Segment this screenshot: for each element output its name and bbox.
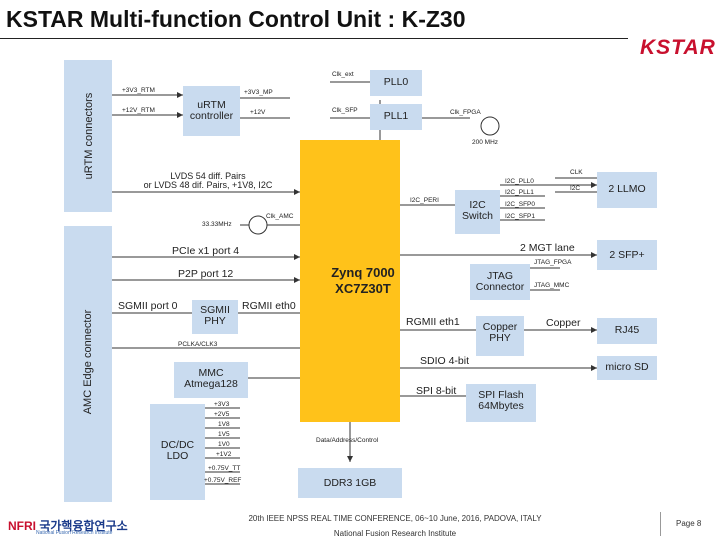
pll0-label: PLL0 — [383, 76, 409, 88]
mmc-label: MMC Atmega128 — [184, 367, 238, 391]
label-jtag-mmc: JTAG_MMC — [534, 282, 570, 289]
label-3v3-rtm: +3V3_RTM — [122, 87, 155, 94]
conference-line: 20th IEEE NPSS REAL TIME CONFERENCE, 06~… — [248, 514, 542, 523]
label-12v: +12V — [250, 109, 266, 116]
label-i2c-sfp1: I2C_SFP1 — [505, 213, 535, 220]
sfp-block — [597, 240, 657, 270]
label-rgmii-eth1: RGMII eth1 — [406, 316, 460, 328]
label-sgmii-port: SGMII port 0 — [118, 300, 178, 312]
label-clk-fpga: Clk_FPGA — [450, 109, 481, 116]
sgmii-phy-block — [192, 300, 238, 334]
microsd-block — [597, 356, 657, 380]
i2c-switch-label: I2C Switch — [462, 199, 493, 223]
label-3v3-mp: +3V3_MP — [244, 89, 273, 96]
rail-label: 1V0 — [218, 441, 230, 448]
kstar-logo: KSTAR — [640, 36, 716, 59]
microsd-label: micro SD — [605, 361, 649, 373]
amc-connector-panel — [64, 226, 112, 502]
label-spi: SPI 8-bit — [416, 385, 457, 397]
label-clk-amc: Clk_AMC — [266, 213, 294, 220]
institute-line: National Fusion Research Institute — [333, 529, 457, 538]
label-i2c-pll1: I2C_PLL1 — [505, 189, 534, 196]
spi-flash-block — [466, 384, 536, 422]
sgmii-phy-label: SGMII PHY — [200, 304, 230, 328]
label-12v-rtm: +12V_RTM — [122, 107, 155, 114]
label-i2c-pll0: I2C_PLL0 — [505, 178, 534, 185]
label-sdio: SDIO 4-bit — [420, 355, 470, 367]
label-33mhz: 33.33MHz — [202, 221, 232, 228]
jtag-connector-block — [470, 264, 530, 300]
copper-phy-block — [476, 316, 524, 356]
dcdc-ldo-label: DC/DC LDO — [160, 439, 195, 463]
sfp-label: 2 SFP+ — [609, 249, 645, 261]
label-data-address: Data/Address/Control — [316, 437, 379, 444]
page-title: KSTAR Multi-function Control Unit : K-Z3… — [6, 6, 466, 32]
label-pcie: PCIe x1 port 4 — [172, 245, 240, 257]
pll1-label: PLL1 — [383, 110, 409, 122]
jtag-connector-label: JTAG Connector — [475, 270, 525, 294]
label-clk-sfp: Clk_SFP — [332, 107, 358, 114]
label-jtag-fpga: JTAG_FPGA — [534, 259, 572, 266]
urtm-controller-block — [183, 86, 240, 136]
label-clk-ext: Clk_ext — [332, 71, 354, 78]
rail-label: +3V3 — [214, 401, 230, 408]
ddr3-block — [298, 468, 402, 498]
mmc-block — [174, 362, 248, 398]
rail-label: +0.75V_REF — [204, 477, 242, 484]
urtm-connector-panel — [64, 60, 112, 212]
spi-flash-label: SPI Flash 64Mbytes — [478, 389, 524, 413]
rail-label: 1V5 — [218, 431, 230, 438]
label-rgmii-eth0: RGMII eth0 — [242, 300, 296, 312]
urtm-controller-label: uRTM controller — [189, 99, 234, 123]
label-llmo-i2c: I2C — [570, 185, 581, 192]
label-lvds: LVDS 54 diff. Pairs or LVDS 48 dif. Pair… — [143, 171, 273, 191]
amc-connector-label: AMC Edge connector — [82, 309, 94, 415]
pll1-block — [370, 104, 422, 130]
i2c-switch-block — [455, 190, 500, 234]
nfri-logo: NFRI 국가핵융합연구소 — [8, 517, 128, 534]
label-pclka: PCLKA/CLK3 — [178, 341, 218, 348]
footer-divider — [660, 512, 661, 536]
nfri-logo-text: NFRI — [8, 519, 36, 533]
label-p2p: P2P port 12 — [178, 268, 234, 280]
rj45-block — [597, 318, 657, 344]
label-200mhz: 200 MHz — [472, 139, 499, 146]
rj45-label: RJ45 — [614, 324, 640, 336]
rail-label: 1V8 — [218, 421, 230, 428]
rail-label: +2V5 — [214, 411, 230, 418]
label-i2c-peri: I2C_PERI — [410, 197, 439, 204]
zynq-label: Zynq 7000 XC7Z30T — [331, 265, 395, 296]
label-llmo-clk: CLK — [570, 169, 583, 176]
rail-label: +0.75V_TT — [208, 465, 241, 472]
label-mgt: 2 MGT lane — [520, 242, 575, 254]
rail-label: +1V2 — [216, 451, 232, 458]
pll0-block — [370, 70, 422, 96]
llmo-block — [597, 172, 657, 208]
label-i2c-sfp0: I2C_SFP0 — [505, 201, 535, 208]
title-divider — [0, 38, 628, 39]
dcdc-ldo-block — [150, 404, 205, 500]
urtm-connector-label: uRTM connectors — [83, 92, 95, 180]
nfri-korean-name: 국가핵융합연구소 — [39, 519, 128, 533]
label-copper: Copper — [546, 317, 581, 329]
zynq-fpga-block — [300, 140, 400, 422]
nfri-english-name: National Fusion Research Institute — [36, 530, 113, 536]
copper-phy-label: Copper PHY — [482, 321, 518, 345]
page-number: Page 8 — [676, 519, 702, 528]
llmo-label: 2 LLMO — [608, 183, 646, 195]
ddr3-label: DDR3 1GB — [323, 477, 377, 489]
